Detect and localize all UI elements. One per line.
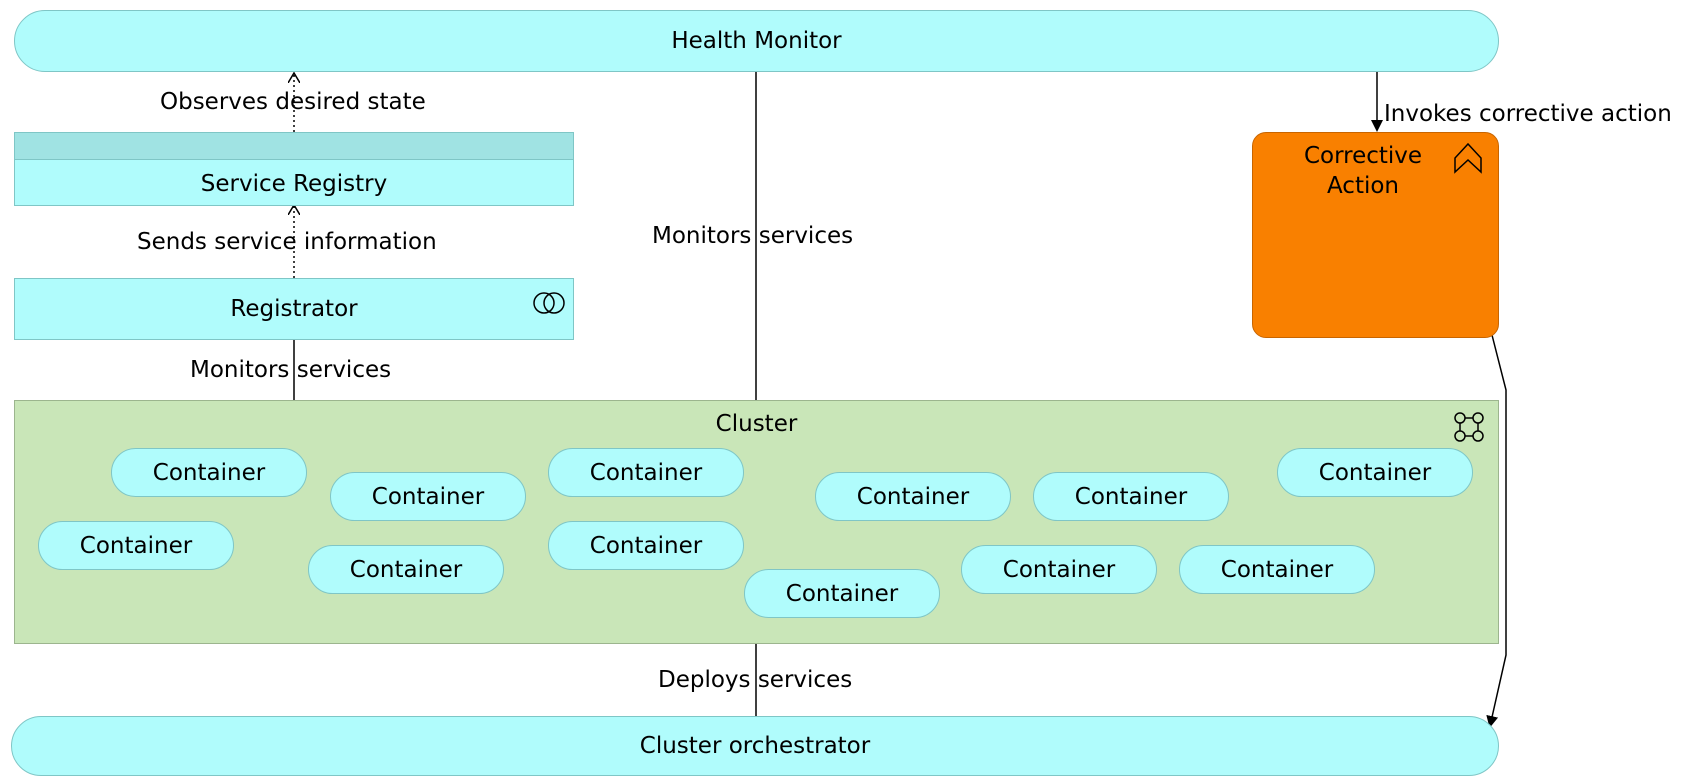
registrator-label: Registrator [230,296,358,322]
edge-label-deploys: Deploys services [658,667,853,693]
container-node[interactable]: Container [961,545,1157,594]
container-node[interactable]: Container [308,545,504,594]
container-node[interactable]: Container [548,521,744,570]
cluster-orchestrator-label: Cluster orchestrator [639,733,871,759]
container-node[interactable]: Container [38,521,234,570]
health-monitor-label: Health Monitor [671,28,842,54]
cluster-orchestrator-node[interactable]: Cluster orchestrator [11,716,1499,776]
edge-label-invokes: Invokes corrective action [1384,101,1672,127]
network-icon [1454,412,1484,442]
cluster-label: Cluster [715,411,798,437]
edge-corrective-to-orchestrator [1486,334,1507,728]
health-monitor-node[interactable]: Health Monitor [14,10,1499,72]
edge-label-sends: Sends service information [137,229,437,255]
collaboration-icon [533,292,565,314]
container-node[interactable]: Container [1033,472,1229,521]
container-node[interactable]: Container [548,448,744,497]
container-node[interactable]: Container [744,569,940,618]
container-node[interactable]: Container [111,448,307,497]
corrective-action-label: Corrective Action [1303,143,1423,199]
corrective-action-node[interactable]: Corrective Action [1252,132,1499,338]
container-node[interactable]: Container [330,472,526,521]
registrator-node[interactable]: Registrator [14,278,574,340]
edge-label-registrator-monitors: Monitors services [190,357,392,383]
service-registry-node[interactable]: Service Registry [14,132,574,206]
edge-label-observes: Observes desired state [160,89,426,115]
container-node[interactable]: Container [815,472,1011,521]
edge-label-health-monitors: Monitors services [652,223,854,249]
container-node[interactable]: Container [1277,448,1473,497]
service-registry-header [15,133,573,160]
service-registry-label: Service Registry [200,170,388,197]
process-chevron-icon [1454,142,1482,174]
container-node[interactable]: Container [1179,545,1375,594]
